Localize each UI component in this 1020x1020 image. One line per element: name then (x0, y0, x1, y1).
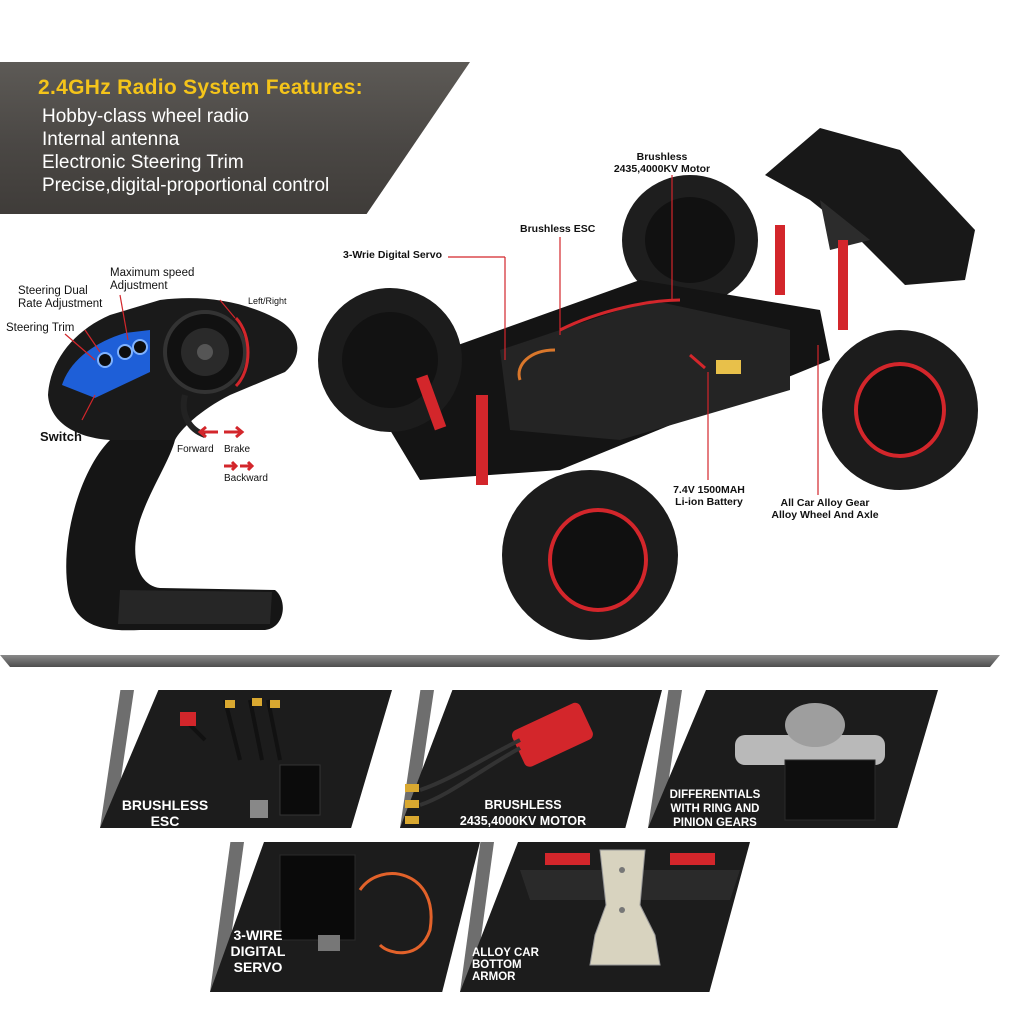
section-divider (0, 655, 1000, 667)
feature-item: Internal antenna (42, 129, 180, 150)
forward-label: Forward (177, 444, 214, 455)
switch-label: Switch (40, 429, 82, 444)
tile-label: BRUSHLESS 2435,4000KV MOTOR (459, 798, 587, 828)
gear-callout: All Car Alloy Gear Alloy Wheel And Axle (771, 497, 879, 521)
left-right-label: Left/Right (248, 296, 287, 306)
feature-item: Electronic Steering Trim (42, 152, 244, 173)
esc-callout: Brushless ESC (520, 223, 596, 235)
backward-label: Backward (224, 473, 268, 484)
feature-item: Hobby-class wheel radio (42, 106, 249, 127)
max-speed-label: Maximum speed Adjustment (110, 267, 195, 292)
tile-label: DIFFERENTIALS WITH RING AND PINION GEARS (669, 789, 761, 829)
motor-callout: Brushless 2435,4000KV Motor (613, 151, 711, 175)
brake-label: Brake (224, 444, 251, 455)
feature-item: Precise,digital-proportional control (42, 175, 330, 196)
tile-brushless-esc (100, 690, 392, 828)
tile-label: ALLOY CAR BOTTOM ARMOR (472, 947, 539, 983)
tile-label: 3-WIRE DIGITAL SERVO (230, 927, 286, 975)
servo-callout: 3-Wrie Digital Servo (343, 249, 443, 261)
tile-label: BRUSHLESS ESC (121, 797, 209, 829)
battery-callout: 7.4V 1500MAH Li-ion Battery (673, 484, 745, 508)
steering-trim-label: Steering Trim (6, 322, 75, 334)
banner-title: 2.4GHz Radio System Features: (38, 76, 363, 99)
dual-rate-label: Steering Dual Rate Adjustment (18, 285, 103, 310)
